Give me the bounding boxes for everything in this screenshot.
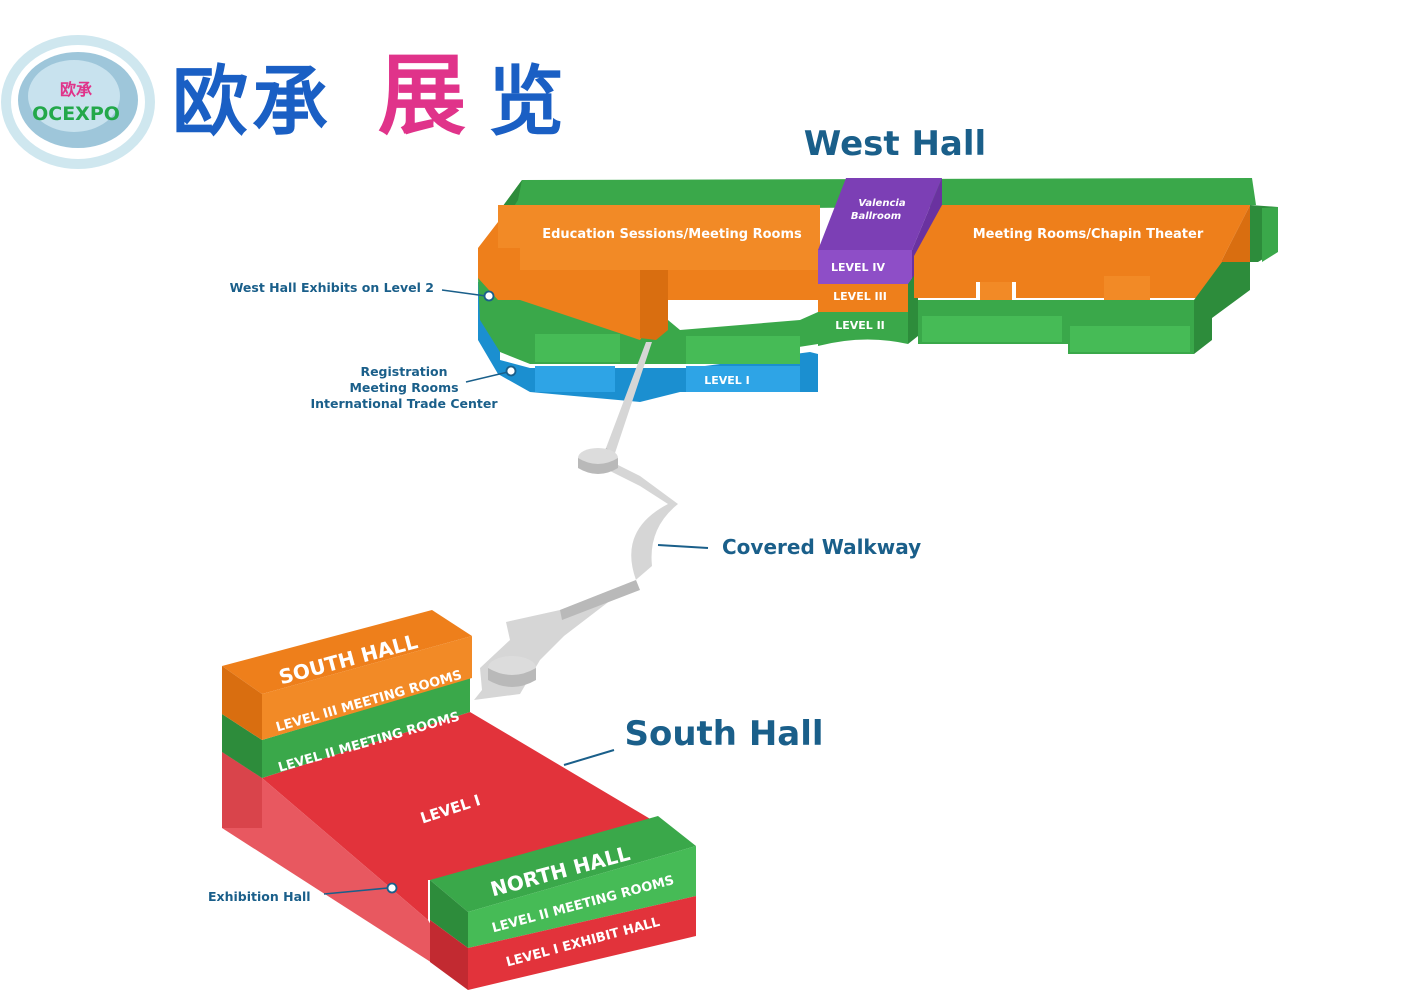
west-mid-level-3	[818, 284, 908, 312]
valencia-ballroom	[818, 178, 942, 250]
logo-badge-en: OCEXPO	[32, 103, 120, 125]
south-hall-title: South Hall	[624, 714, 823, 754]
covered-walkway	[474, 342, 678, 700]
callout-registration-line1: Registration	[360, 364, 447, 379]
walkway-label: Covered Walkway	[722, 535, 921, 559]
callout-registration-line2: Meeting Rooms	[349, 380, 458, 395]
north-level-2-front	[468, 846, 696, 948]
logo-badge-cn: 欧承	[60, 80, 92, 99]
callout-walkway: Covered Walkway	[657, 535, 921, 559]
wordmark-part-1: 欧承	[172, 57, 332, 146]
west-mid-level-2	[818, 312, 908, 346]
ballroom-label-line2: Ballroom	[851, 211, 901, 222]
west-hall-title: West Hall	[804, 124, 986, 164]
west-level-i-label: LEVEL I	[704, 374, 749, 387]
callout-exhibition-hall: Exhibition Hall	[208, 882, 398, 904]
north-level-1-front	[468, 896, 696, 990]
callout-west-exhibits-text: West Hall Exhibits on Level 2	[230, 280, 434, 295]
callout-registration-line3: International Trade Center	[310, 396, 498, 411]
ballroom-label-line1: Valencia	[858, 198, 905, 209]
south-level-3-front	[262, 636, 472, 740]
ocexpo-logo: 欧承 OCEXPO	[1, 35, 155, 169]
south-level-2-front	[262, 678, 470, 778]
callout-registration: Registration Meeting Rooms International…	[310, 364, 517, 411]
callout-west-exhibits: West Hall Exhibits on Level 2	[230, 280, 495, 302]
logo-swoosh	[1, 35, 155, 169]
meeting-rooms-theater-label: Meeting Rooms/Chapin Theater	[973, 227, 1204, 242]
wordmark-part-2: 展	[378, 44, 466, 147]
north-hall-top	[430, 816, 696, 912]
west-level-ii-label: LEVEL II	[835, 319, 885, 332]
logo-badge-inner	[28, 60, 120, 132]
south-level-1-side	[222, 752, 468, 986]
callout-exhibition-hall-text: Exhibition Hall	[208, 889, 311, 904]
education-sessions-label: Education Sessions/Meeting Rooms	[542, 227, 802, 242]
south-level-1-floor	[262, 712, 652, 920]
west-hall-building: Education Sessions/Meeting Rooms Meeting…	[478, 178, 1278, 402]
west-level-iii-label: LEVEL III	[833, 290, 887, 303]
west-level-3-east	[914, 205, 1250, 298]
ocexpo-wordmark: 欧承 展 览	[172, 44, 564, 147]
west-level-iv-label: LEVEL IV	[831, 261, 885, 274]
south-level-3-top	[222, 610, 472, 694]
wordmark-part-3: 览	[488, 57, 564, 146]
